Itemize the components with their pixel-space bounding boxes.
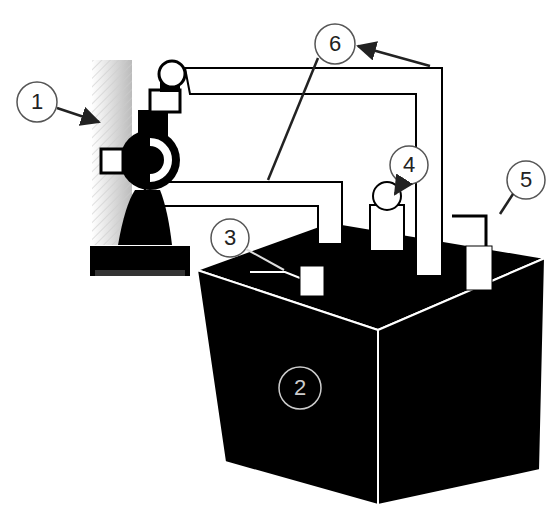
callout-number: 6 bbox=[315, 24, 355, 64]
leader-line bbox=[57, 46, 513, 214]
callout-circle bbox=[17, 82, 57, 122]
ball-valve bbox=[373, 182, 401, 210]
microscope bbox=[90, 61, 190, 276]
pipe bbox=[185, 68, 442, 276]
leader-line bbox=[358, 46, 430, 66]
connector-box bbox=[452, 216, 492, 290]
microscope bbox=[138, 110, 168, 140]
callout-circle bbox=[279, 367, 321, 409]
microscope bbox=[150, 90, 180, 112]
pipe bbox=[185, 68, 442, 276]
callout-circle bbox=[390, 146, 428, 184]
tank-box bbox=[197, 270, 378, 505]
leader-line bbox=[246, 249, 284, 270]
microscope bbox=[101, 149, 123, 173]
callout-circle bbox=[315, 24, 355, 64]
leader-line bbox=[395, 183, 402, 194]
leader-line bbox=[268, 58, 318, 180]
microscope bbox=[150, 142, 168, 178]
callout-number: 1 bbox=[17, 82, 57, 122]
sensor-box bbox=[250, 266, 324, 296]
connector-box bbox=[452, 216, 486, 246]
callout-circle bbox=[211, 219, 249, 257]
callout-number: 5 bbox=[506, 160, 546, 200]
leader-line bbox=[57, 108, 99, 122]
microscope bbox=[95, 270, 185, 276]
ball-valve bbox=[370, 182, 404, 251]
tank-box bbox=[197, 222, 545, 505]
callout-circle bbox=[507, 161, 545, 199]
leader-line bbox=[500, 194, 513, 214]
microscope bbox=[120, 130, 180, 190]
callout-number: 3 bbox=[210, 218, 250, 258]
microscope bbox=[159, 61, 185, 87]
connector-box bbox=[466, 246, 492, 290]
callout-circle bbox=[17, 24, 545, 257]
sensor-box bbox=[250, 272, 300, 278]
ball-valve bbox=[370, 205, 404, 251]
sensor-box bbox=[300, 266, 324, 296]
microscope bbox=[118, 190, 172, 245]
callout-number: 2 bbox=[280, 368, 320, 408]
callout-number: 4 bbox=[389, 145, 429, 185]
tank-box bbox=[378, 258, 545, 505]
microscope bbox=[90, 246, 190, 276]
